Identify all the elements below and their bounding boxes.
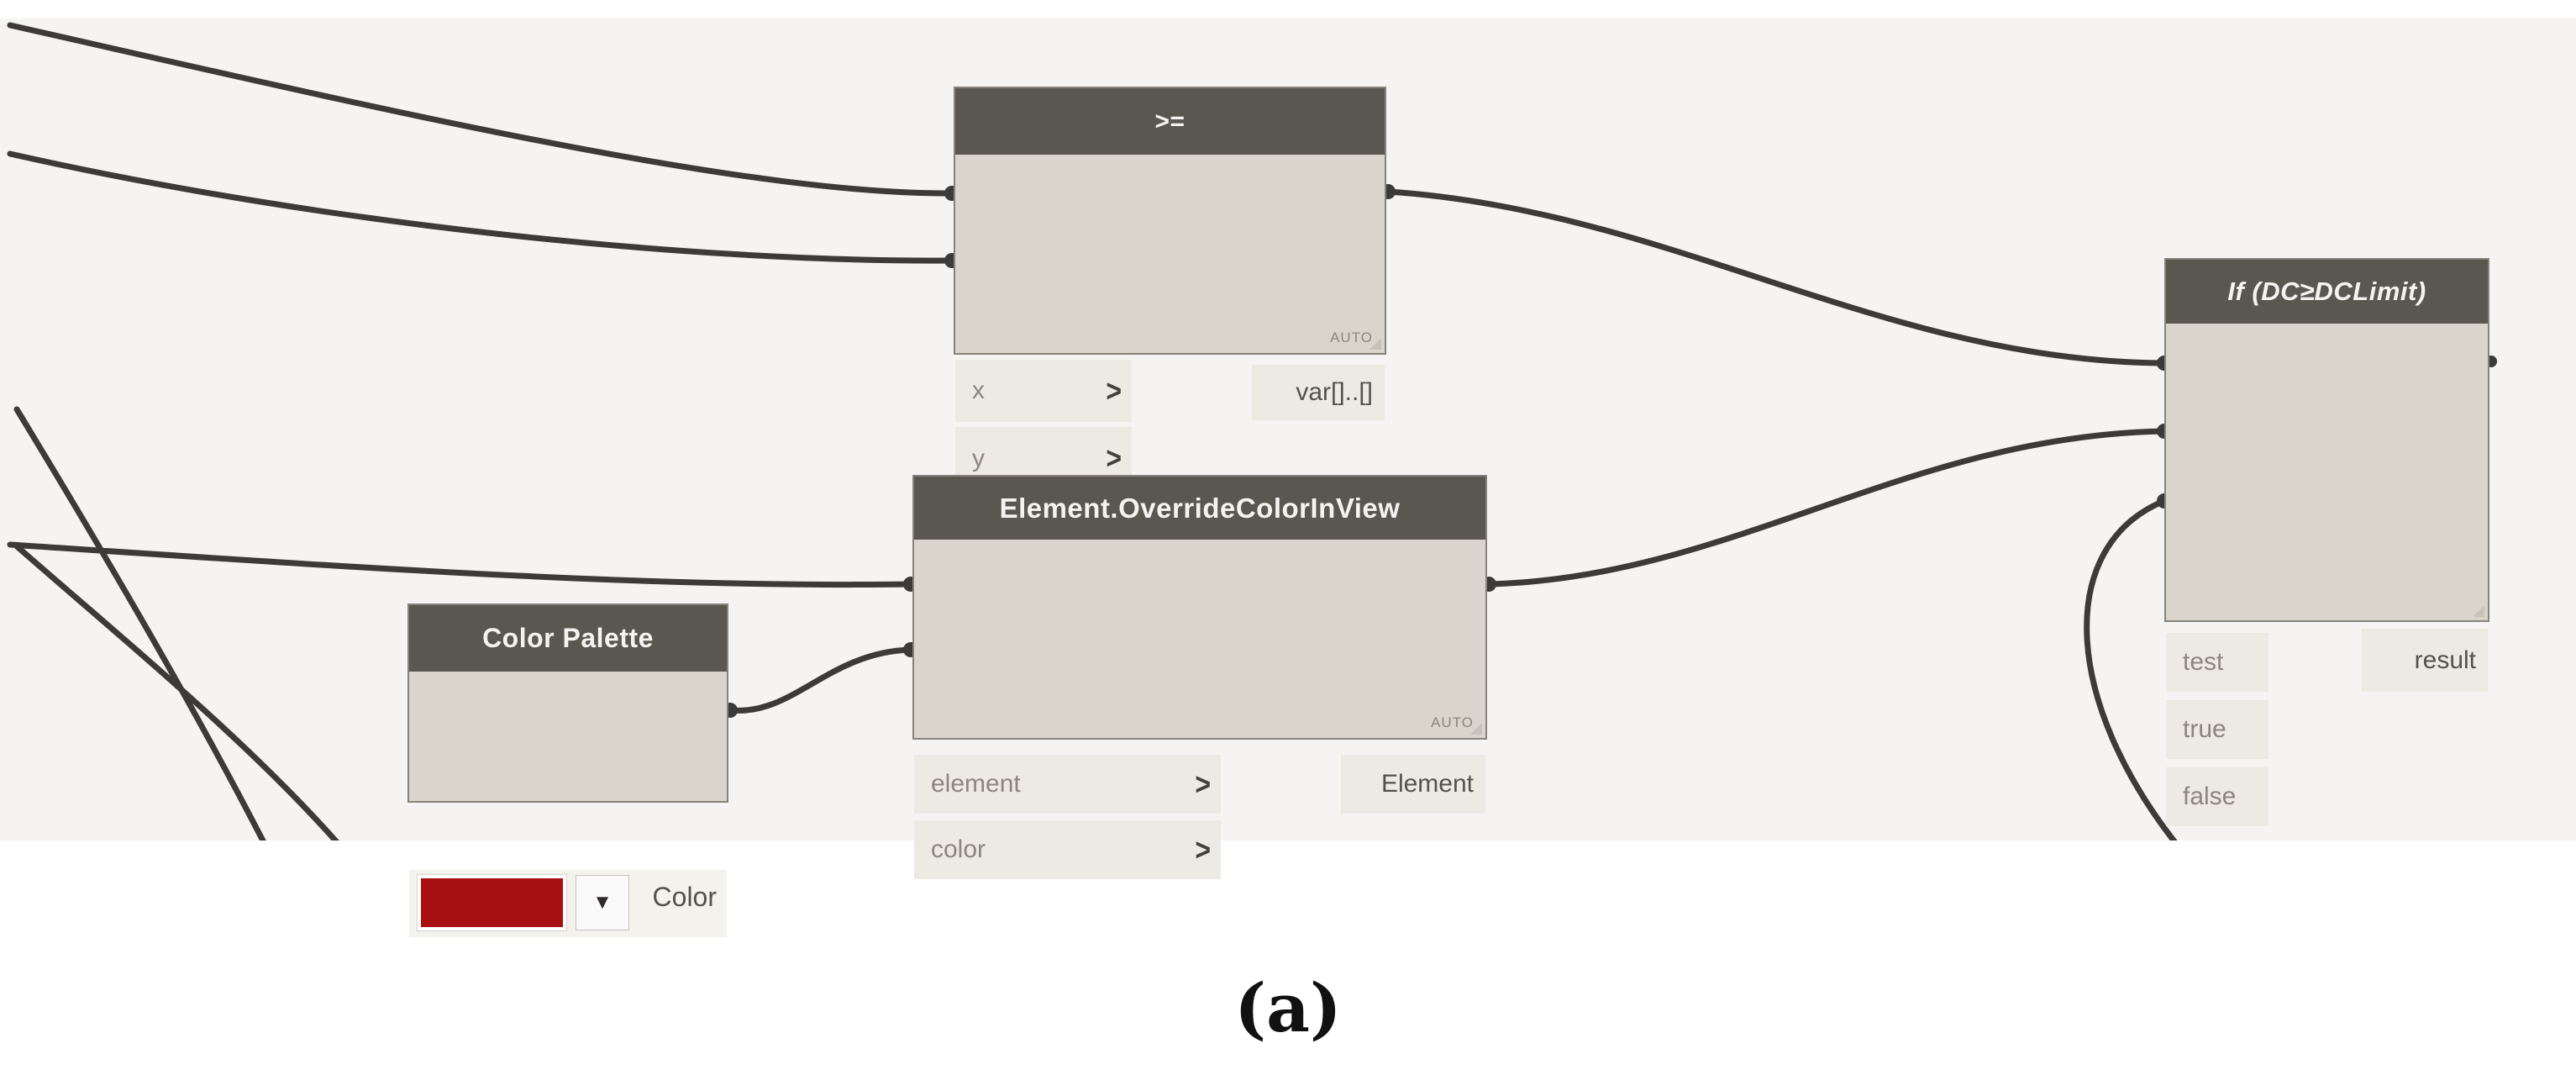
color-dropdown-button[interactable]: ▼: [576, 875, 629, 930]
input-port-test[interactable]: test: [2166, 633, 2268, 692]
input-port-element-label: element: [931, 770, 1021, 798]
wire-diagonal-offcanvas-2[interactable]: [13, 543, 343, 849]
node-override-color-in-view[interactable]: Element.OverrideColorInView element > co…: [912, 475, 1487, 879]
resize-grip-icon[interactable]: [1470, 723, 1482, 735]
chevron-right-icon: >: [1195, 766, 1211, 802]
wire-to-x-input[interactable]: [7, 22, 955, 197]
output-port-element[interactable]: Element: [1341, 755, 1485, 814]
wire-gte-to-test[interactable]: [1385, 188, 2168, 366]
color-swatch[interactable]: [418, 875, 566, 930]
wire-false-offcanvas[interactable]: [2084, 498, 2180, 849]
input-port-test-label: test: [2183, 648, 2224, 676]
chevron-right-icon: >: [1106, 440, 1122, 476]
output-port-result-label: result: [2414, 646, 2476, 674]
output-port-element-label: Element: [1380, 770, 1474, 798]
lacing-label[interactable]: AUTO: [1330, 329, 1373, 345]
wire-diagonal-offcanvas-1[interactable]: [13, 406, 267, 849]
wire-to-y-input[interactable]: [7, 150, 955, 264]
node-greater-equal-title[interactable]: >=: [955, 88, 1385, 155]
resize-grip-icon[interactable]: [1369, 338, 1381, 350]
wire-color-to-colorinput[interactable]: [727, 646, 914, 714]
node-color-palette[interactable]: Color Palette ▼ Color: [407, 603, 728, 937]
chevron-right-icon: >: [1106, 372, 1122, 408]
input-port-true[interactable]: true: [2166, 700, 2268, 759]
wire-element-to-true[interactable]: [1485, 428, 2168, 588]
input-port-y-label: y: [972, 444, 985, 472]
node-greater-equal[interactable]: >= x > y > var[]..[] AUTO: [954, 87, 1386, 490]
chevron-right-icon: >: [1195, 831, 1211, 867]
output-port-var[interactable]: var[]..[]: [1252, 365, 1385, 420]
output-port-color-label[interactable]: Color: [652, 882, 717, 912]
resize-grip-icon[interactable]: [2473, 605, 2484, 617]
dropdown-arrow-icon: ▼: [592, 891, 612, 914]
node-if-title[interactable]: If (DC≥DCLimit): [2166, 260, 2488, 324]
input-port-false-label: false: [2183, 783, 2237, 810]
input-port-color-label: color: [931, 835, 986, 863]
node-color-palette-title[interactable]: Color Palette: [409, 605, 727, 672]
output-port-result[interactable]: result: [2362, 629, 2488, 692]
input-port-false[interactable]: false: [2166, 767, 2268, 826]
input-port-x-label: x: [972, 377, 985, 404]
node-if-dc-dclimit[interactable]: If (DC≥DCLimit) test true false result: [2164, 258, 2489, 826]
node-override-title[interactable]: Element.OverrideColorInView: [914, 477, 1485, 540]
wire-to-element-input[interactable]: [7, 541, 914, 588]
figure-caption: (a): [1234, 968, 1342, 1047]
output-port-var-label: var[]..[]: [1296, 378, 1373, 406]
input-port-color[interactable]: color >: [914, 820, 1221, 879]
input-port-x[interactable]: x >: [955, 360, 1132, 422]
lacing-label[interactable]: AUTO: [1431, 714, 1474, 730]
input-port-element[interactable]: element >: [914, 755, 1221, 814]
input-port-true-label: true: [2183, 715, 2226, 743]
